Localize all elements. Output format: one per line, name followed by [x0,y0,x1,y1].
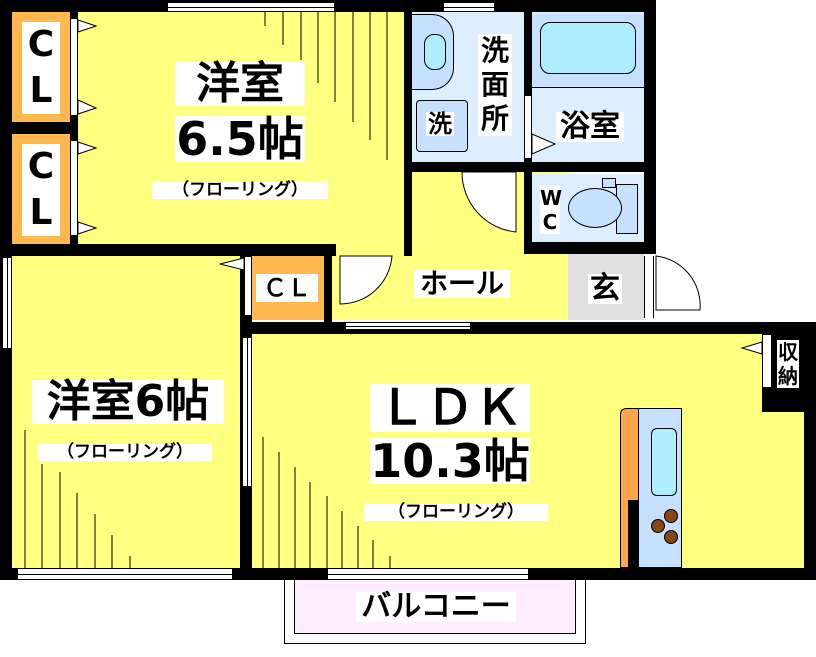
bathtub [540,22,636,74]
western-room-1-size: 6.5帖 [175,112,305,166]
western-room-1-name: 洋室 [175,62,305,106]
washroom-label-1: 洗 [480,34,509,67]
window-top-room1 [168,2,334,12]
wall-wash-bottom [404,162,656,172]
washroom-label-2: 面 [480,68,509,101]
closet-2-label: C L [22,144,60,236]
wall-closet-divider [0,122,78,134]
closet-1-door[interactable] [70,18,78,116]
closet-3-label: ＣＬ [256,274,318,302]
toilet-label: W C [540,186,563,234]
western-room-2-floor: （フローリング） [38,444,212,461]
wall-toilet-bottom [524,242,656,254]
stove-burner [664,530,678,544]
wall-closet-side [70,12,78,244]
washroom-label-3: 所 [480,102,509,135]
wall-room1-right [404,0,412,256]
wall-room1-bottom [0,244,336,256]
window-bottom-room2 [18,568,232,580]
wall-cl3-right [324,244,332,334]
window-bottom-ldk [328,568,528,580]
kitchen-wall-stub [628,500,640,568]
stove-burner [664,509,678,523]
washroom-door-swing [461,171,517,233]
stove-burner [651,519,665,533]
western-room-2-name: 洋室6帖 [32,380,224,424]
hall-door-swing [339,255,393,305]
western-room-1-floor: （フローリング） [152,182,328,199]
toilet-label-c: C [542,210,558,234]
door-swing-marker [77,19,98,33]
closet-2-door[interactable] [70,140,78,236]
storage-label-2: 納 [778,364,798,388]
kitchen-sink [651,428,677,496]
storage-label-1: 収 [778,340,798,364]
closet-3-door[interactable] [244,256,252,316]
closet-1-label-c: C [27,24,55,65]
entrance-door-swing [655,255,701,311]
window-left-room2 [2,258,12,348]
entrance-label: 玄 [588,271,622,306]
washer-label: 洗 [426,110,454,138]
closet-2-label-c: C [27,146,55,187]
closet-2-label-l: L [29,192,53,233]
ldk-floor: （フローリング） [364,504,548,521]
storage-door[interactable] [762,334,772,388]
hall-label: ホール [414,270,510,298]
sliding-door-room2-ldk[interactable] [242,338,252,486]
ldk-size: 10.3帖 [370,434,530,488]
sink-basin [424,34,446,70]
entrance-door-opening[interactable] [644,256,654,318]
toilet-label-w: W [540,186,563,210]
balcony-label: バルコニー [356,592,516,622]
sliding-door-hall-ldk[interactable] [346,322,470,330]
bathroom-label: 浴室 [556,112,624,142]
washroom-label: 洗 面 所 [478,34,512,136]
closet-1-label: C L [22,22,60,114]
toilet-bowl [568,188,622,228]
wall-right-upper [644,0,656,254]
storage-label: 収 納 [777,340,799,388]
toilet-lid [602,178,616,188]
window-top-washroom [444,2,494,12]
bath-door[interactable] [524,96,532,158]
closet-1-label-l: L [29,70,53,111]
ldk-name: ＬＤＫ [370,384,530,432]
